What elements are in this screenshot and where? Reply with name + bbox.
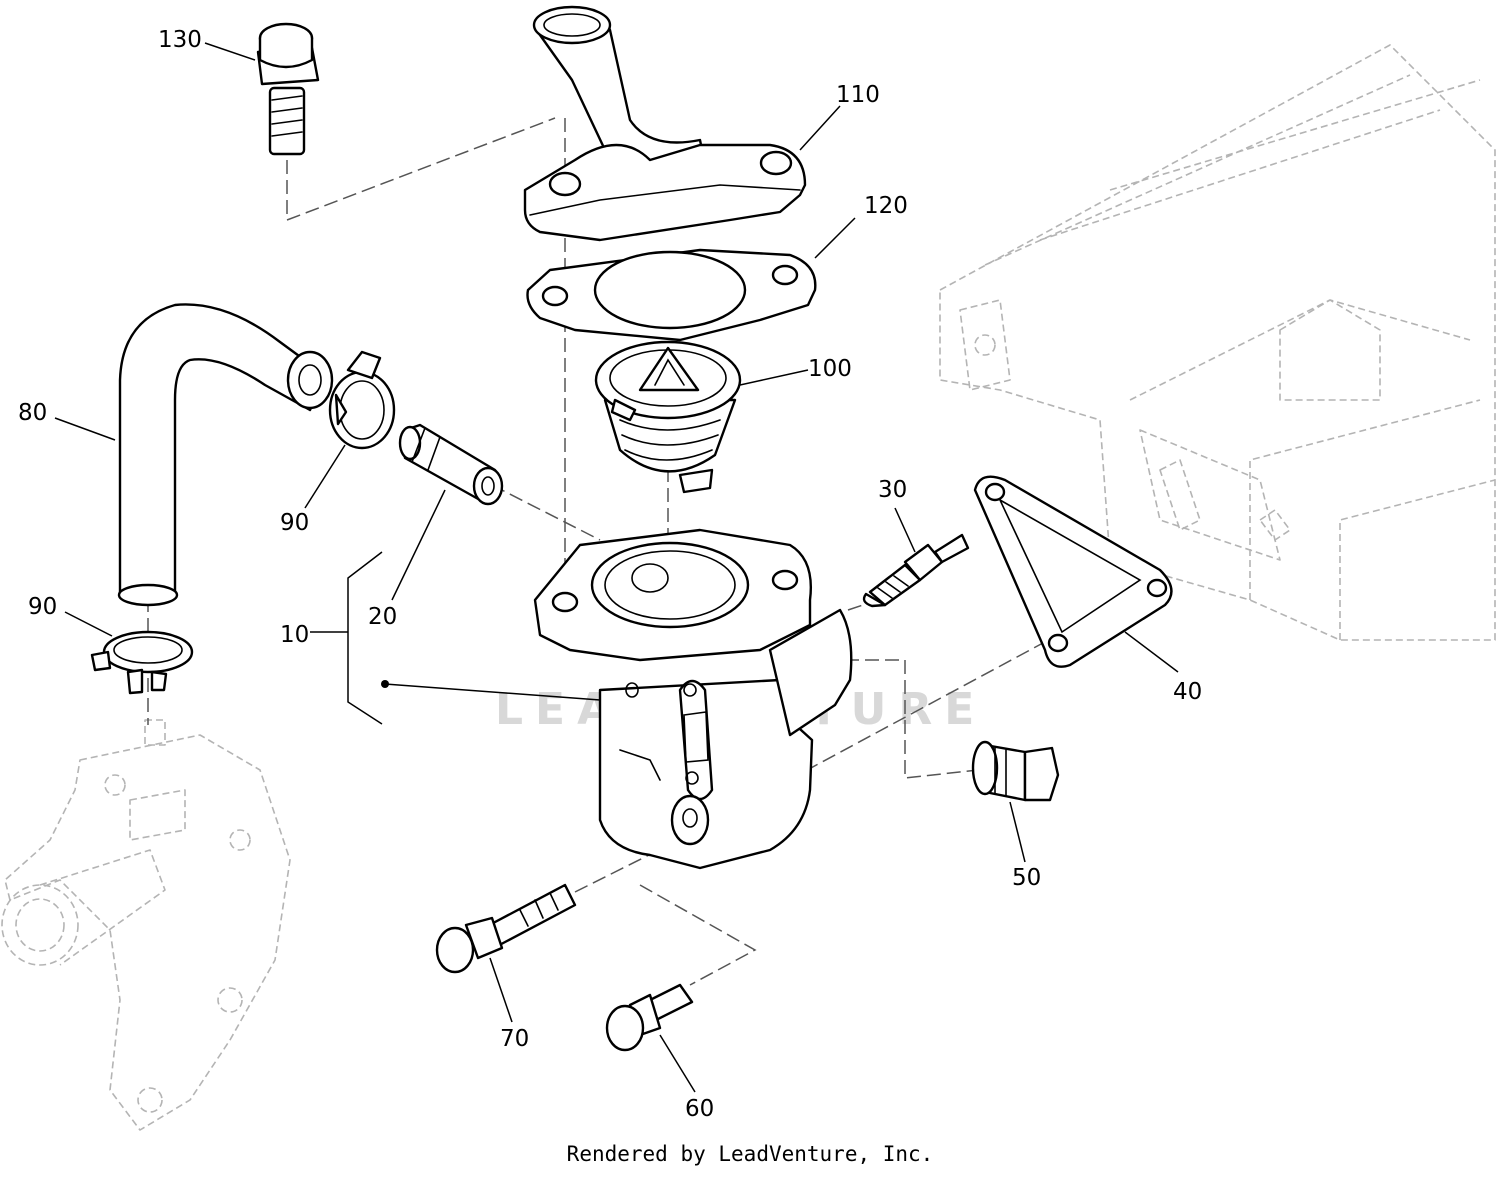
- bolt-130: [256, 22, 320, 156]
- thermostat-housing-10: [533, 528, 853, 870]
- water-pump-ghost: [1, 719, 291, 1131]
- callout-50: 50: [1012, 865, 1041, 891]
- gasket-120: [526, 248, 817, 342]
- hose-80: [117, 303, 334, 607]
- leader-lines: [54, 42, 1179, 1093]
- callout-120: 120: [864, 193, 908, 219]
- bolt-60: [605, 983, 694, 1052]
- callout-40: 40: [1173, 679, 1202, 705]
- clamp-90-upper: [328, 350, 396, 450]
- callout-100: 100: [808, 356, 852, 382]
- callout-90-lower: 90: [28, 594, 57, 620]
- callouts: 130 110 120 100 80 90 30 20 90 10 40 50 …: [18, 27, 1202, 1122]
- callout-90-upper: 90: [280, 510, 309, 536]
- callout-30: 30: [878, 477, 907, 503]
- callout-10: 10: [280, 622, 309, 648]
- water-outlet-110: [523, 5, 807, 242]
- gasket-40: [973, 475, 1173, 668]
- callout-20: 20: [368, 604, 397, 630]
- callout-70: 70: [500, 1026, 529, 1052]
- clamp-90-lower: [90, 630, 194, 695]
- thermostat-100: [594, 340, 742, 494]
- credit-line: Rendered by LeadVenture, Inc.: [566, 1142, 934, 1166]
- engine-block-ghost: [939, 44, 1496, 641]
- callout-130: 130: [158, 27, 202, 53]
- callout-60: 60: [685, 1096, 714, 1122]
- callout-110: 110: [836, 82, 880, 108]
- bolt-70: [435, 883, 577, 974]
- pipe-20: [398, 423, 504, 506]
- sensor-30: [862, 533, 970, 608]
- callout-80: 80: [18, 400, 47, 426]
- plug-50: [971, 740, 1060, 802]
- housing-pointer-dot: [381, 680, 389, 688]
